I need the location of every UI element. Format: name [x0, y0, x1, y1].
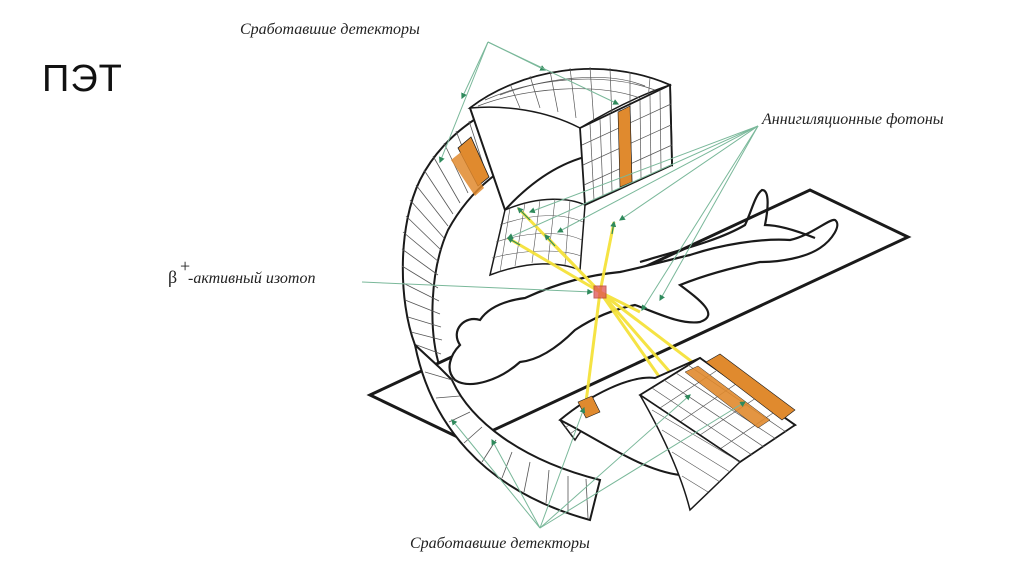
label-detectors-top: Сработавшие детекторы: [240, 21, 420, 38]
isotope-marker: [593, 285, 607, 299]
pointer-lines-bottom: [451, 394, 747, 529]
label-isotope-sup: +: [180, 256, 190, 276]
label-detectors-bottom: Сработавшие детекторы: [410, 535, 590, 552]
label-isotope-symbol: β: [168, 267, 177, 287]
lower-detector-ring: [413, 342, 798, 522]
pointer-lines-photons: [506, 125, 759, 312]
pointer-line-isotope: [361, 281, 594, 295]
pointer-lines-top: [438, 41, 620, 164]
label-isotope-text: -активный изотоп: [188, 270, 315, 287]
label-annihilation-photons: Аннигиляционные фотоны: [761, 111, 944, 128]
slide-title: ПЭТ: [42, 58, 123, 100]
